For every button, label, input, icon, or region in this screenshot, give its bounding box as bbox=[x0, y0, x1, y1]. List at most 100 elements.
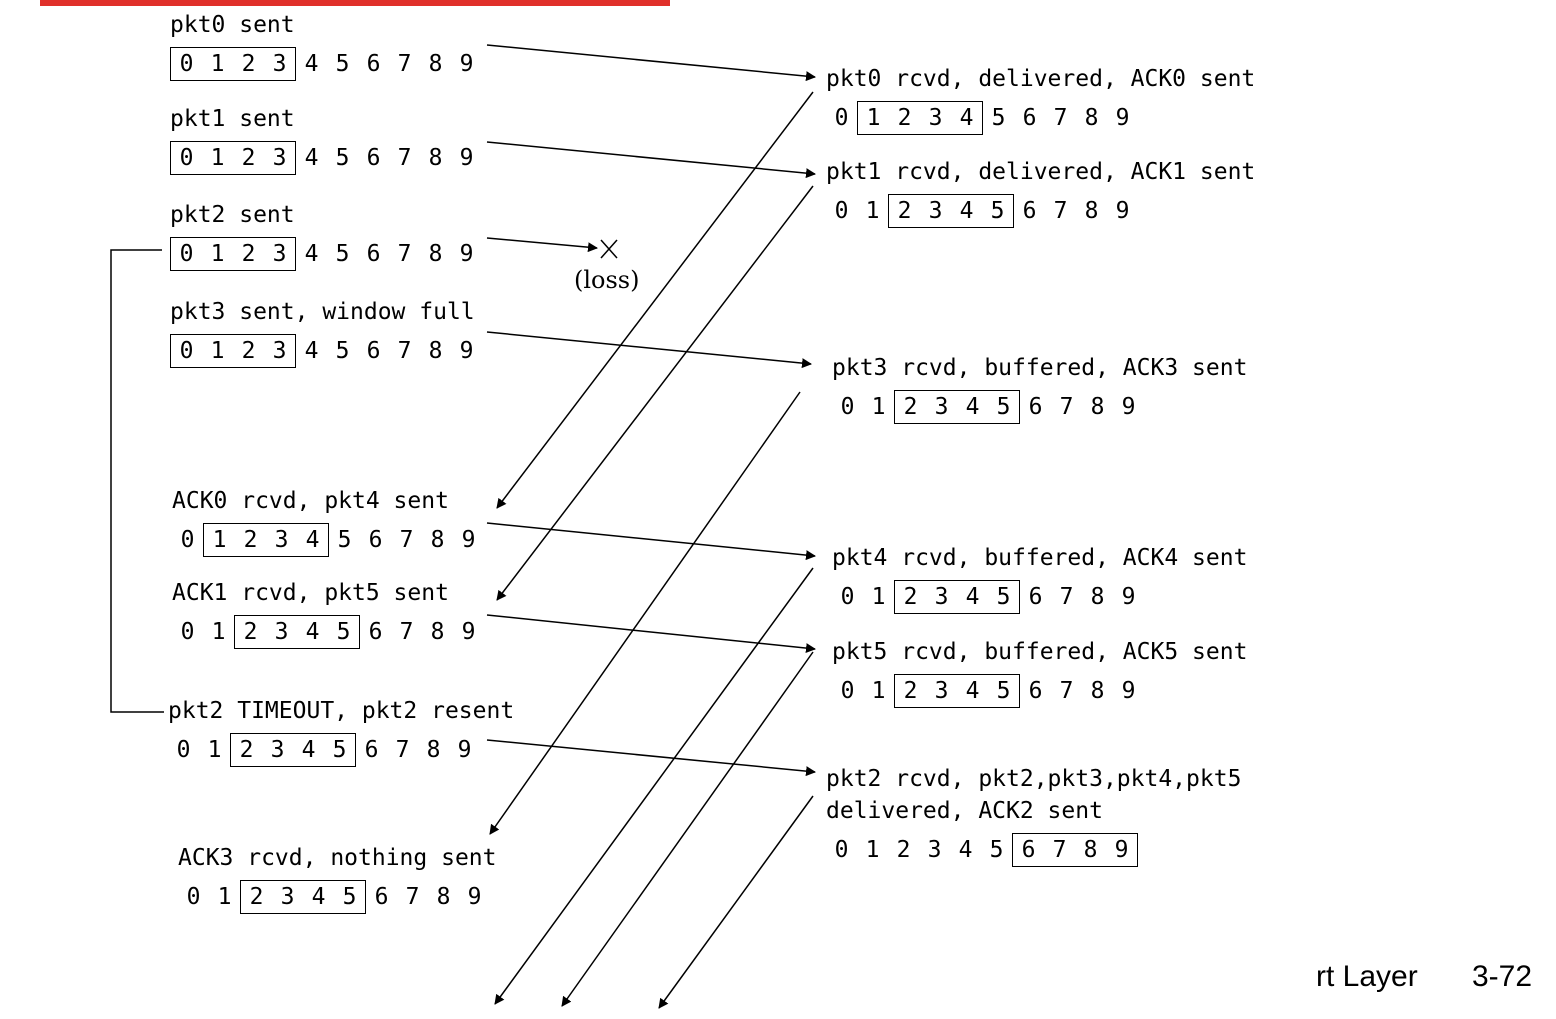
arrow-ack5 bbox=[561, 651, 814, 1007]
arrow-ack2 bbox=[658, 795, 814, 1009]
event-label: pkt5 rcvd, buffered, ACK5 sent bbox=[832, 639, 1248, 665]
seq-number: 0 bbox=[179, 338, 194, 364]
event-label-continued: delivered, ACK2 sent bbox=[826, 798, 1103, 824]
seq-number: 0 bbox=[186, 884, 201, 910]
seq-number: 4 bbox=[965, 678, 980, 704]
seq-number: 2 bbox=[239, 737, 254, 763]
seq-number: 3 bbox=[280, 884, 295, 910]
event-label: pkt0 rcvd, delivered, ACK0 sent bbox=[826, 66, 1256, 92]
slide-number: 3-72 bbox=[1472, 960, 1533, 993]
event-label: pkt2 TIMEOUT, pkt2 resent bbox=[168, 698, 515, 724]
seq-number: 5 bbox=[335, 51, 350, 77]
seq-number: 8 bbox=[430, 619, 445, 645]
seq-number: 9 bbox=[461, 619, 476, 645]
seq-number: 2 bbox=[241, 51, 256, 77]
loss-x-2 bbox=[600, 239, 618, 259]
seq-number: 4 bbox=[959, 105, 974, 131]
arrow-pkt0 bbox=[486, 44, 816, 82]
seq-number: 8 bbox=[1090, 584, 1105, 610]
arrow-pkt4 bbox=[486, 522, 816, 561]
timeout-bracket bbox=[110, 249, 164, 713]
seq-number: 5 bbox=[335, 145, 350, 171]
event-label: pkt3 rcvd, buffered, ACK3 sent bbox=[832, 355, 1248, 381]
event-label: pkt4 rcvd, buffered, ACK4 sent bbox=[832, 545, 1248, 571]
seq-number: 2 bbox=[896, 837, 911, 863]
seq-number: 3 bbox=[274, 619, 289, 645]
seq-number: 2 bbox=[249, 884, 264, 910]
seq-number: 3 bbox=[270, 737, 285, 763]
seq-number: 3 bbox=[272, 338, 287, 364]
seq-number: 5 bbox=[335, 241, 350, 267]
seq-number: 9 bbox=[461, 527, 476, 553]
seq-number: 0 bbox=[180, 619, 195, 645]
seq-number: 4 bbox=[965, 584, 980, 610]
seq-number: 8 bbox=[430, 527, 445, 553]
seq-number: 3 bbox=[274, 527, 289, 553]
seq-number: 8 bbox=[1083, 837, 1098, 863]
seq-number: 2 bbox=[903, 584, 918, 610]
loss-label: (loss) bbox=[574, 266, 640, 294]
seq-number: 4 bbox=[304, 338, 319, 364]
seq-number: 6 bbox=[366, 145, 381, 171]
arrow-pkt5 bbox=[486, 614, 816, 654]
seq-number: 9 bbox=[457, 737, 472, 763]
seq-number: 0 bbox=[834, 105, 849, 131]
seq-number: 5 bbox=[337, 527, 352, 553]
seq-number: 1 bbox=[211, 619, 226, 645]
seq-number: 1 bbox=[865, 198, 880, 224]
seq-number: 0 bbox=[179, 241, 194, 267]
seq-number: 5 bbox=[996, 394, 1011, 420]
arrow-ack1 bbox=[496, 185, 814, 601]
seq-number: 8 bbox=[428, 241, 443, 267]
seq-number: 4 bbox=[959, 198, 974, 224]
seq-number: 0 bbox=[179, 51, 194, 77]
arrow-pkt2-lost bbox=[486, 237, 598, 253]
seq-number: 5 bbox=[991, 105, 1006, 131]
seq-number: 2 bbox=[903, 394, 918, 420]
seq-number: 4 bbox=[305, 527, 320, 553]
seq-number: 6 bbox=[1022, 198, 1037, 224]
seq-number: 0 bbox=[179, 145, 194, 171]
seq-number: 7 bbox=[397, 51, 412, 77]
seq-number: 6 bbox=[1021, 837, 1036, 863]
event-label: pkt3 sent, window full bbox=[170, 299, 475, 325]
seq-number: 9 bbox=[459, 338, 474, 364]
seq-number: 3 bbox=[934, 584, 949, 610]
seq-number: 4 bbox=[965, 394, 980, 420]
seq-number: 2 bbox=[897, 198, 912, 224]
seq-number: 5 bbox=[996, 678, 1011, 704]
seq-number: 1 bbox=[871, 678, 886, 704]
seq-number: 6 bbox=[366, 241, 381, 267]
seq-number: 3 bbox=[928, 198, 943, 224]
seq-number: 2 bbox=[241, 338, 256, 364]
seq-number: 7 bbox=[1059, 394, 1074, 420]
seq-number: 1 bbox=[865, 837, 880, 863]
seq-number: 8 bbox=[1084, 198, 1099, 224]
seq-number: 5 bbox=[336, 619, 351, 645]
seq-number: 6 bbox=[364, 737, 379, 763]
